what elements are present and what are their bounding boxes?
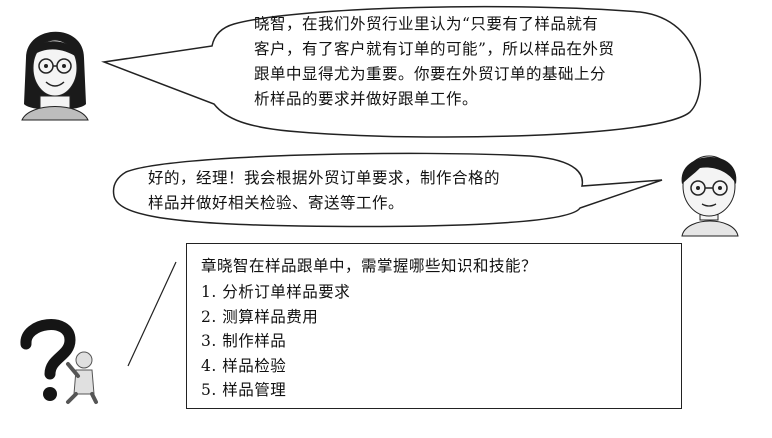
manager-dialogue-line: 析样品的要求并做好跟单工作。 (254, 90, 479, 108)
list-item: 2. 测算样品费用 (201, 307, 319, 326)
man-avatar-icon (681, 155, 739, 237)
list-item: 5. 样品管理 (201, 381, 287, 399)
manager-dialogue: 晓智，在我们外贸行业里认为“只要有了样品就有 客户，有了客户就有订单的可能”，所… (254, 12, 674, 112)
question-mark-thinker-icon (20, 319, 98, 404)
question-list: 1. 分析订单样品要求 2. 测算样品费用 3. 制作样品 4. 样品检验 5.… (201, 280, 350, 403)
staff-dialogue-line: 好的，经理！我会根据外贸订单要求，制作合格的 (148, 169, 501, 187)
manager-speech-bubble (101, 5, 702, 138)
list-item: 4. 样品检验 (201, 356, 287, 375)
woman-avatar-icon (21, 31, 89, 121)
staff-dialogue-line: 样品并做好相关检验、寄送等工作。 (148, 194, 405, 212)
manager-dialogue-line: 客户，有了客户就有订单的可能”，所以样品在外贸 (254, 40, 615, 58)
staff-speech-bubble (112, 152, 663, 228)
question-title: 章晓智在样品跟单中，需掌握哪些知识和技能？ (201, 257, 538, 275)
staff-dialogue: 好的，经理！我会根据外贸订单要求，制作合格的 样品并做好相关检验、寄送等工作。 (148, 166, 578, 216)
question-box: 章晓智在样品跟单中，需掌握哪些知识和技能？ 1. 分析订单样品要求 2. 测算样… (186, 243, 682, 409)
list-item: 3. 制作样品 (201, 332, 287, 350)
manager-dialogue-line: 跟单中显得尤为重要。你要在外贸订单的基础上分 (254, 65, 607, 83)
thinker-pointer-line (127, 261, 177, 367)
list-item: 1. 分析订单样品要求 (201, 283, 351, 301)
manager-dialogue-line: 晓智，在我们外贸行业里认为“只要有了样品就有 (254, 15, 599, 33)
